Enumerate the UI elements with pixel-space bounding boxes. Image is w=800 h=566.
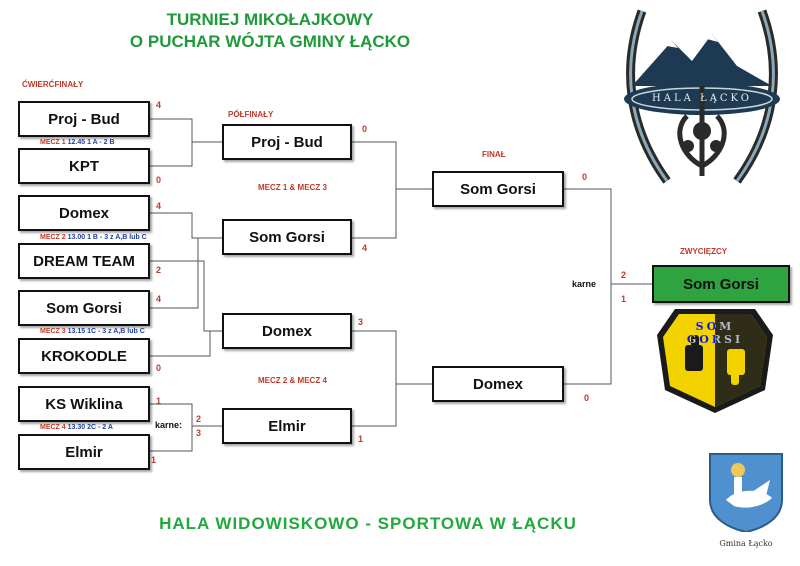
qf2-score2: 2 xyxy=(156,265,162,275)
sf1-score2: 4 xyxy=(362,243,368,253)
qf1-match-info: MECZ 1 12.45 1 A - 2 B xyxy=(40,139,115,146)
qf2-match-label: MECZ 2 xyxy=(40,234,66,241)
qf4-score1: 1 xyxy=(156,396,162,406)
venue-footer: HALA WIDOWISKOWO - SPORTOWA W ŁĄCKU xyxy=(159,514,577,533)
winner-box: Som Gorsi xyxy=(652,265,790,303)
gmina-lacko-crest: Gmina Łącko xyxy=(706,450,786,550)
qf3-team2-box: KROKODLE xyxy=(18,338,150,374)
qf1-team1-box: Proj - Bud xyxy=(18,101,150,137)
semifinal-bottom-note: MECZ 2 & MECZ 4 xyxy=(258,376,327,385)
qf4-match-label: MECZ 4 xyxy=(40,424,66,431)
qf1-match-time: 12.45 1 A - 2 B xyxy=(67,139,115,146)
qf3-score1: 4 xyxy=(156,294,162,304)
qf4-team2-box: Elmir xyxy=(18,434,150,470)
qf4-match-info: MECZ 4 13.30 2C - 2 A xyxy=(40,424,113,431)
qf2-match-time: 13.00 1 B - 3 z A,B lub C xyxy=(67,234,147,241)
final-score2: 0 xyxy=(584,393,590,403)
qf2-match-info: MECZ 2 13.00 1 B - 3 z A,B lub C xyxy=(40,234,147,241)
sf2-score1: 3 xyxy=(358,317,364,327)
title-line-1: TURNIEJ MIKOŁAJKOWY xyxy=(166,10,374,29)
final-penalty1: 2 xyxy=(621,270,627,280)
qf3-match-time: 13.15 1C - 3 z A,B lub C xyxy=(67,328,145,335)
qf3-score2: 0 xyxy=(156,363,162,373)
sf2-score2: 1 xyxy=(358,434,364,444)
qf4-team1-box: KS Wiklina xyxy=(18,386,150,422)
qf4-score2: 1 xyxy=(151,455,157,465)
qf3-match-info: MECZ 3 13.15 1C - 3 z A,B lub C xyxy=(40,328,145,335)
winner-label: ZWYCIĘZCY xyxy=(680,247,728,256)
qf1-score1: 4 xyxy=(156,100,162,110)
final-penalty2: 1 xyxy=(621,294,627,304)
sf1-team2-box: Som Gorsi xyxy=(222,219,352,255)
qf2-score1: 4 xyxy=(156,201,162,211)
qf4-penalty2: 3 xyxy=(196,428,202,438)
hala-lacko-logo: HALA ŁĄCKO xyxy=(612,6,792,196)
qf2-team2-box: DREAM TEAM xyxy=(18,243,150,279)
final-team2-box: Domex xyxy=(432,366,564,402)
hala-lacko-text: HALA ŁĄCKO xyxy=(652,93,752,104)
sf1-score1: 0 xyxy=(362,124,368,134)
qf4-penalty1: 2 xyxy=(196,414,202,424)
qf4-match-time: 13.30 2C - 2 A xyxy=(67,424,113,431)
title-line-2: O PUCHAR WÓJTA GMINY ŁĄCKO xyxy=(129,32,411,51)
qf4-penalty-label: karne: xyxy=(155,420,183,430)
quarterfinals-label: ĆWIERĆFINAŁY xyxy=(22,80,84,89)
gmina-lacko-text: Gmina Łącko xyxy=(719,539,773,548)
qf1-team2-box: KPT xyxy=(18,148,150,184)
som-gorsi-logo-text: SOM GORSI xyxy=(686,320,744,346)
qf2-team1-box: Domex xyxy=(18,195,150,231)
semifinals-label: PÓŁFINAŁY xyxy=(228,110,274,119)
final-score1: 0 xyxy=(582,172,588,182)
sf2-team2-box: Elmir xyxy=(222,408,352,444)
final-penalty-label: karne xyxy=(572,279,597,289)
final-team1-box: Som Gorsi xyxy=(432,171,564,207)
som-gorsi-logo: SOM GORSI xyxy=(655,305,775,415)
qf1-score2: 0 xyxy=(156,175,162,185)
qf3-match-label: MECZ 3 xyxy=(40,328,66,335)
semifinal-top-note: MECZ 1 & MECZ 3 xyxy=(258,183,327,192)
qf1-match-label: MECZ 1 xyxy=(40,139,66,146)
final-label: FINAŁ xyxy=(482,150,506,159)
sf1-team1-box: Proj - Bud xyxy=(222,124,352,160)
tournament-title: TURNIEJ MIKOŁAJKOWY O PUCHAR WÓJTA GMINY… xyxy=(120,9,420,53)
sf2-team1-box: Domex xyxy=(222,313,352,349)
qf3-team1-box: Som Gorsi xyxy=(18,290,150,326)
